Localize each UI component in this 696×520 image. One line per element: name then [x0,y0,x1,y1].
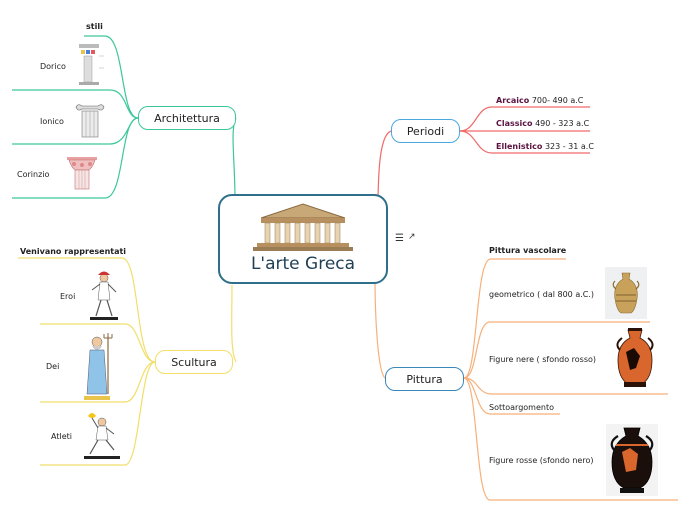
label-figure-rosse: Figure rosse (sfondo nero) [489,456,594,465]
link-pittura-vascolare [463,258,566,379]
pittura-links [374,258,678,501]
period-range-classico: 490 - 323 a.C [535,119,590,128]
black-figure-vase-image [616,328,654,387]
central-title: L'arte Greca [250,254,356,274]
geometric-vase-image [605,267,647,319]
ionic-column-image [75,104,105,138]
label-dei: Dei [46,362,60,371]
period-range-ellenistico: 323 - 31 a.C [544,142,594,151]
label-atleti: Atleti [51,432,72,441]
link-icon[interactable]: ↗ [408,232,416,242]
hero-figure-image [90,271,118,320]
link-architettura-dorico [12,89,139,119]
corinthian-column-image [67,157,97,190]
god-figure-image [84,333,113,400]
red-figure-vase-image [606,424,658,496]
link-pittura-nere [463,377,668,395]
topic-architettura[interactable]: Architettura [138,106,236,130]
link-architettura-corinzio [12,117,139,199]
architettura-links [12,35,237,201]
period-ellenistico: Ellenistico 323 - 31 a.C [496,142,594,151]
label-pittura-vascolare: Pittura vascolare [489,246,567,255]
period-name-classico: Classico [496,119,533,128]
topic-scultura[interactable]: Scultura [155,350,233,374]
topic-periodi[interactable]: Periodi [391,119,460,143]
link-scultura-dei [40,361,156,403]
link-central-scultura [231,284,237,363]
topic-pittura[interactable]: Pittura [385,367,464,391]
link-pittura-sotto [463,377,560,415]
link-pittura-geometrico [463,321,650,379]
label-eroi: Eroi [60,292,76,301]
label-dorico: Dorico [40,62,66,71]
link-scultura-eroi [40,323,156,363]
period-arcaico: Arcaico 700- 490 a.C [496,96,583,105]
label-geometrico: geometrico ( dal 800 a.C.) [489,290,595,299]
period-range-arcaico: 700- 490 a.C [531,96,584,105]
label-stili: stili [86,22,103,31]
link-central-pittura [374,274,386,379]
period-name-ellenistico: Ellenistico [496,142,543,151]
link-central-architettura [232,117,237,201]
period-classico: Classico 490 - 323 a.C [496,119,589,128]
link-periodi-ellenistico [459,130,590,154]
label-figure-nere: Figure nere ( sfondo rosso) [489,355,597,364]
parthenon-icon [253,203,353,251]
label-ionico: Ionico [40,117,64,126]
period-name-arcaico: Arcaico [496,96,530,105]
label-venivano-rappresentati: Venivano rappresentati [20,247,127,256]
link-scultura-atleti [40,361,156,466]
central-topic[interactable]: L'arte Greca [218,194,388,284]
menu-icon[interactable]: ☰ [395,233,404,244]
doric-order-image [79,44,104,85]
link-scultura-intro [18,257,156,363]
label-sottoargomento: Sottoargomento [489,403,554,412]
scultura-links [18,257,237,466]
link-periodi-arcaico [459,106,590,132]
link-pittura-rosse [463,377,678,501]
athlete-figure-image [84,413,120,459]
label-corinzio: Corinzio [17,170,50,179]
link-architettura-stili [84,35,139,119]
